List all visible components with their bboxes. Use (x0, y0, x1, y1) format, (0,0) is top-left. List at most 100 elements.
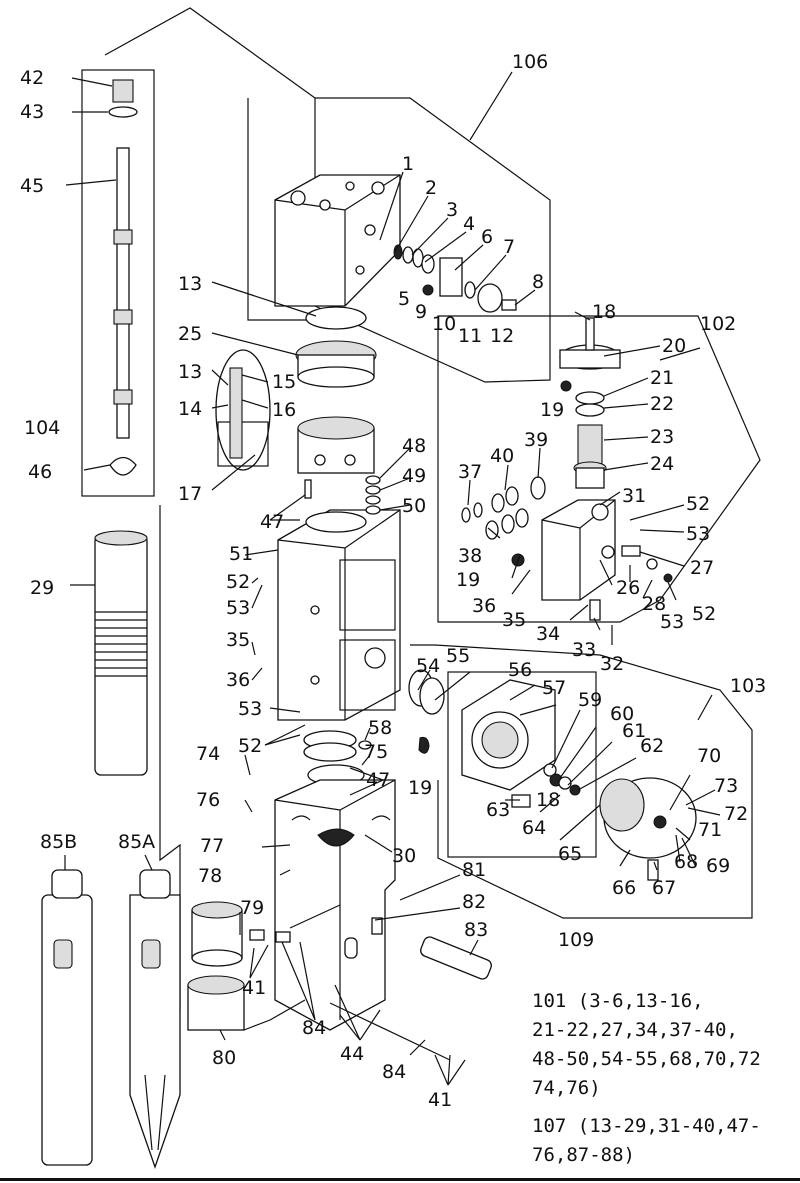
label-15: 15 (272, 371, 296, 393)
label-55: 55 (446, 645, 470, 667)
label-80: 80 (212, 1047, 236, 1069)
pin-41 (249, 929, 265, 941)
label-2: 2 (425, 177, 437, 199)
group-102-frame (437, 315, 761, 623)
label-73: 73 (714, 775, 738, 797)
label-1: 1 (402, 153, 414, 175)
group-109-frame (447, 671, 597, 858)
label-63: 63 (486, 799, 510, 821)
label-38: 38 (458, 545, 482, 567)
label-52-left: 52 (226, 571, 250, 593)
label-13-top: 13 (178, 273, 202, 295)
label-24: 24 (650, 453, 674, 475)
label-19-valve-left: 19 (456, 569, 480, 591)
label-18-acc: 18 (536, 789, 560, 811)
pin-44a (289, 904, 341, 929)
label-84-left: 84 (302, 1017, 326, 1039)
label-59: 59 (578, 689, 602, 711)
label-68: 68 (674, 851, 698, 873)
label-12: 12 (490, 325, 514, 347)
bottom-rule (0, 1178, 800, 1181)
group-106-frame-left (247, 98, 315, 321)
label-52-lower: 52 (238, 735, 262, 757)
label-19-lower: 19 (408, 777, 432, 799)
label-57: 57 (542, 677, 566, 699)
plug-19c (418, 736, 430, 754)
label-81: 81 (462, 859, 486, 881)
label-72: 72 (724, 803, 748, 825)
label-75: 75 (364, 741, 388, 763)
label-3: 3 (446, 199, 458, 221)
label-37: 37 (458, 461, 482, 483)
o-ring-55 (419, 677, 445, 715)
valve-o-rings (461, 476, 546, 540)
pin-47 (304, 479, 312, 499)
label-47-lower: 47 (366, 769, 390, 791)
label-30: 30 (392, 845, 416, 867)
label-69: 69 (706, 855, 730, 877)
seal-25-bottom (297, 366, 375, 388)
group-103-frame (410, 644, 753, 919)
label-53-right: 53 (660, 611, 684, 633)
kit-101-note: 101 (3-6,13-16, 21-22,27,34,37-40, 48-50… (532, 990, 761, 1099)
label-53-lower: 53 (238, 698, 262, 720)
label-41-left: 41 (242, 977, 266, 999)
label-21: 21 (650, 367, 674, 389)
label-19-valve: 19 (540, 399, 564, 421)
label-50: 50 (402, 495, 426, 517)
label-9: 9 (415, 301, 427, 323)
label-60: 60 (610, 703, 634, 725)
pin-44b (329, 1002, 451, 1061)
label-71: 71 (698, 819, 722, 841)
label-61: 61 (622, 720, 646, 742)
label-14: 14 (178, 398, 202, 420)
label-6: 6 (481, 226, 493, 248)
label-58: 58 (368, 717, 392, 739)
label-4: 4 (463, 213, 475, 235)
label-56: 56 (508, 659, 532, 681)
label-31: 31 (622, 485, 646, 507)
label-33: 33 (572, 639, 596, 661)
label-104: 104 (24, 417, 60, 439)
label-29: 29 (30, 577, 54, 599)
cylinder-51 (277, 509, 401, 721)
label-48: 48 (402, 435, 426, 457)
label-43: 43 (20, 101, 44, 123)
label-76: 76 (196, 789, 220, 811)
label-17: 17 (178, 483, 202, 505)
label-78: 78 (198, 865, 222, 887)
bushing-leader (243, 999, 306, 1031)
stack-48-50 (365, 475, 381, 515)
label-18-valve: 18 (592, 301, 616, 323)
label-41-right: 41 (428, 1089, 452, 1111)
label-23: 23 (650, 426, 674, 448)
label-70: 70 (697, 745, 721, 767)
valve-assembly (511, 317, 673, 621)
head-block (274, 174, 401, 307)
label-36-valve: 36 (472, 595, 496, 617)
label-10: 10 (432, 313, 456, 335)
label-65: 65 (558, 843, 582, 865)
label-46: 46 (28, 461, 52, 483)
label-79: 79 (240, 897, 264, 919)
piston-rod (108, 79, 138, 476)
label-5: 5 (398, 288, 410, 310)
label-49: 49 (402, 465, 426, 487)
label-53-valve: 53 (686, 523, 710, 545)
label-54: 54 (416, 655, 440, 677)
label-7: 7 (503, 236, 515, 258)
label-32: 32 (600, 653, 624, 675)
label-44: 44 (340, 1043, 364, 1065)
label-8: 8 (532, 271, 544, 293)
pin-84 (275, 931, 291, 943)
label-85A: 85A (118, 831, 155, 853)
label-83: 83 (464, 919, 488, 941)
label-36-left: 36 (226, 669, 250, 691)
seal-detail (215, 349, 271, 471)
bushing-80 (187, 975, 245, 1031)
label-64: 64 (522, 817, 546, 839)
label-62: 62 (640, 735, 664, 757)
label-40: 40 (490, 445, 514, 467)
